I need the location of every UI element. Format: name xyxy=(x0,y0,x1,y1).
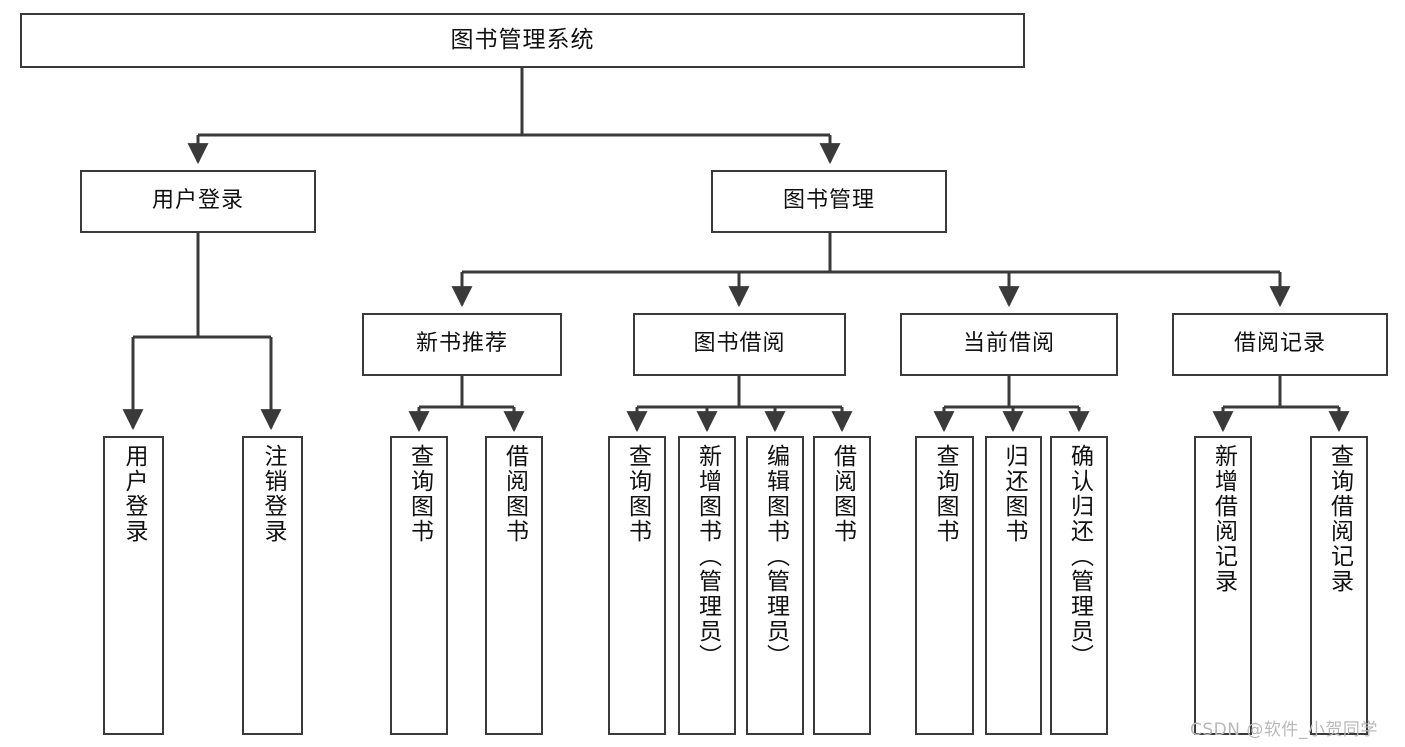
node-leaf-borrow-book-1-label: 借阅图书 xyxy=(501,444,528,544)
node-leaf-add-borrow-record[interactable]: 新增借阅记录 xyxy=(1194,436,1252,735)
node-book-manage[interactable]: 图书管理 xyxy=(711,170,947,233)
node-leaf-borrow-book-2[interactable]: 借阅图书 xyxy=(813,436,871,735)
node-user-login[interactable]: 用户登录 xyxy=(80,170,316,233)
node-leaf-borrow-book-1[interactable]: 借阅图书 xyxy=(485,436,543,735)
node-leaf-add-book-admin[interactable]: 新增图书（管理员） xyxy=(678,436,736,735)
node-leaf-query-book-2[interactable]: 查询图书 xyxy=(608,436,666,735)
node-leaf-add-borrow-record-label: 新增借阅记录 xyxy=(1210,444,1237,594)
node-current-borrow-label: 当前借阅 xyxy=(962,331,1055,357)
node-leaf-return-book[interactable]: 归还图书 xyxy=(985,436,1042,735)
node-leaf-edit-book-admin-label: 编辑图书（管理员） xyxy=(762,444,789,669)
node-leaf-query-book-3-label: 查询图书 xyxy=(932,444,958,544)
node-current-borrow[interactable]: 当前借阅 xyxy=(900,313,1118,376)
node-leaf-query-borrow-record[interactable]: 查询借阅记录 xyxy=(1310,436,1368,735)
node-leaf-query-book-1[interactable]: 查询图书 xyxy=(390,436,448,735)
node-leaf-confirm-return-admin-label: 确认归还（管理员） xyxy=(1066,444,1093,669)
node-borrow-record-label: 借阅记录 xyxy=(1233,331,1326,357)
node-leaf-query-borrow-record-label: 查询借阅记录 xyxy=(1326,444,1353,594)
node-leaf-add-book-admin-label: 新增图书（管理员） xyxy=(694,444,721,669)
node-root[interactable]: 图书管理系统 xyxy=(20,13,1025,68)
node-root-label: 图书管理系统 xyxy=(450,26,595,53)
node-user-login-label: 用户登录 xyxy=(151,188,244,214)
node-book-borrow[interactable]: 图书借阅 xyxy=(633,313,846,376)
node-new-book-recommend-label: 新书推荐 xyxy=(415,331,508,357)
node-leaf-confirm-return-admin[interactable]: 确认归还（管理员） xyxy=(1050,436,1108,735)
node-leaf-user-login-label: 用户登录 xyxy=(121,444,147,544)
node-leaf-query-book-1-label: 查询图书 xyxy=(406,444,433,544)
watermark-text: CSDN @软件_小贺同学 xyxy=(1190,720,1378,740)
node-book-manage-label: 图书管理 xyxy=(782,188,875,214)
node-leaf-logout-login-label: 注销登录 xyxy=(260,444,286,544)
node-leaf-user-login[interactable]: 用户登录 xyxy=(103,436,164,735)
node-leaf-query-book-3[interactable]: 查询图书 xyxy=(915,436,974,735)
node-leaf-edit-book-admin[interactable]: 编辑图书（管理员） xyxy=(746,436,804,735)
node-borrow-record[interactable]: 借阅记录 xyxy=(1172,313,1388,376)
node-book-borrow-label: 图书借阅 xyxy=(693,331,786,357)
node-leaf-borrow-book-2-label: 借阅图书 xyxy=(829,444,856,544)
node-leaf-query-book-2-label: 查询图书 xyxy=(624,444,651,544)
node-leaf-logout-login[interactable]: 注销登录 xyxy=(242,436,303,735)
node-leaf-return-book-label: 归还图书 xyxy=(1001,444,1027,544)
node-new-book-recommend[interactable]: 新书推荐 xyxy=(362,313,562,376)
